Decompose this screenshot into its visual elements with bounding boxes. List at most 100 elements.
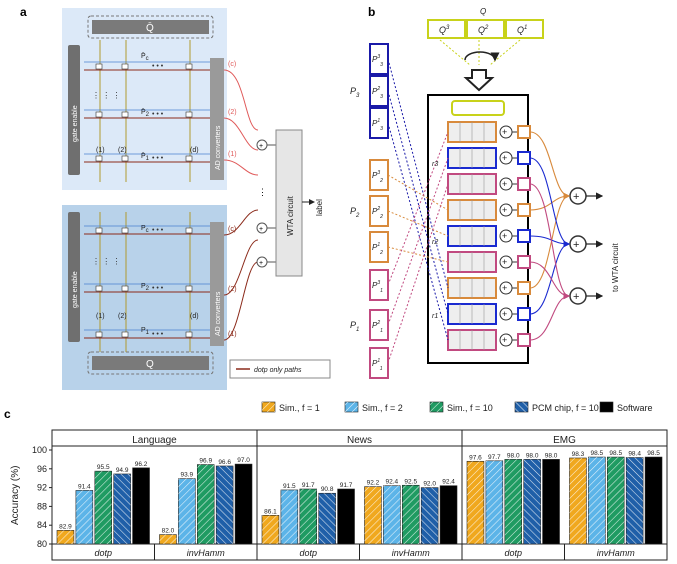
row-adder-sign: +: [502, 231, 507, 241]
y-tick-label: 80: [37, 539, 47, 549]
bar-value-label: 94.9: [116, 467, 129, 474]
bottom-row-2: P2: [141, 283, 150, 292]
prototype-link: [387, 210, 449, 237]
top-gate-enable-label: gate enable: [72, 105, 79, 142]
row-tag-2: r2: [432, 239, 438, 246]
bar-value-label: 86.1: [264, 508, 277, 515]
path-top-1: [223, 159, 259, 176]
path-bottom-2: [223, 239, 259, 296]
top-gate-enable-bar: [68, 45, 80, 175]
legend-swatch-hatch: [262, 402, 275, 412]
bottom-crossbar-array: gate enable Q • • •• • •• • •⋮ ⋮ ⋮ Pc P2…: [62, 205, 227, 390]
bar-hatch: [280, 489, 298, 544]
panel-c-letter: c: [4, 407, 11, 421]
class-label: P3: [350, 86, 360, 99]
dotp-legend-label: dotp only paths: [254, 367, 302, 374]
query-box-label: Q2: [478, 25, 489, 35]
bar-value-label: 92.2: [367, 480, 380, 487]
bottom-query-frame: [87, 351, 214, 375]
method-label: invHamm: [597, 548, 636, 558]
bar-value-label: 98.0: [526, 452, 539, 459]
bar-value-label: 97.0: [237, 457, 250, 464]
query-dot-right: [489, 39, 521, 66]
prototype-label: P32: [372, 170, 383, 184]
method-label: invHamm: [187, 548, 226, 558]
row-adder-sign: +: [502, 257, 507, 267]
bar: [337, 488, 355, 545]
top-tag-1: (1): [228, 151, 237, 158]
wta-circuit: [275, 129, 303, 277]
adder-2-sign: +: [259, 226, 263, 233]
top-crossbar-array: gate enable Q̄ • • •• • •• • •⋮ ⋮ ⋮ P̄c …: [62, 8, 227, 190]
bar-value-label: 96.6: [218, 459, 231, 466]
row-ellipsis: • • •: [152, 331, 164, 338]
row-adder-sign: +: [502, 153, 507, 163]
query-box-label: Q1: [517, 25, 527, 35]
row-adder-sign: +: [502, 179, 507, 189]
sum-path: [529, 292, 571, 341]
legend-label: Software: [617, 403, 653, 413]
bar-hatch: [299, 489, 317, 544]
down-arrow-icon: [463, 69, 495, 92]
path-bottom-c: [223, 209, 259, 236]
top-tag-2: (2): [228, 109, 237, 116]
bar: [234, 463, 253, 545]
row-adder-sign: +: [502, 335, 507, 345]
query-register: [451, 100, 505, 116]
pcm-device-icon: [95, 111, 103, 118]
top-query-frame: [87, 15, 214, 39]
pcm-device-icon: [185, 227, 193, 234]
prototype-link: [387, 58, 449, 289]
bar-value-label: 95.5: [97, 464, 110, 471]
method-label: dotp: [94, 548, 112, 558]
top-query-label: Q̄: [146, 21, 154, 34]
row-sum-box: [517, 255, 531, 269]
bar-value-label: 92.0: [423, 481, 436, 488]
bar-value-label: 92.5: [404, 478, 417, 485]
top-tag-c: (c): [228, 61, 236, 68]
bar-value-label: 98.5: [647, 450, 660, 457]
bar: [439, 485, 458, 545]
pcm-device-icon: [121, 285, 129, 292]
bar: [132, 467, 150, 545]
bar-hatch: [159, 534, 177, 544]
prototype-link: [387, 131, 449, 286]
grid-ellipsis: ⋮ ⋮ ⋮: [92, 91, 120, 100]
prototype-link: [387, 174, 449, 211]
bar-hatch: [94, 471, 112, 544]
row-sum-box: [517, 333, 531, 347]
dotp-legend: dotp only paths: [229, 359, 331, 379]
bar-value-label: 92.4: [386, 479, 399, 486]
row-tag-3: r3: [432, 161, 438, 168]
prototype-label: P21: [372, 320, 383, 334]
bar-hatch: [485, 460, 503, 544]
pcm-device-icon: [185, 63, 193, 70]
bar-hatch: [421, 487, 439, 544]
prototype-link: [387, 183, 449, 364]
bar-value-label: 96.9: [199, 458, 212, 465]
pcm-device-icon: [185, 155, 193, 162]
pcm-device-icon: [95, 227, 103, 234]
y-axis-label: Accuracy (%): [10, 466, 21, 525]
adders: + + + ⋮: [256, 139, 276, 268]
row-sum-box: [517, 203, 531, 217]
pcm-device-icon: [95, 155, 103, 162]
prototype-link: [387, 90, 449, 315]
prototype-link: [387, 157, 449, 326]
bottom-row-1: P1: [141, 327, 150, 336]
bar-value-label: 91.7: [302, 482, 315, 489]
pcm-device-icon: [121, 331, 129, 338]
query-dot-left: [439, 39, 471, 66]
task-label: EMG: [553, 435, 576, 446]
output-label: label: [315, 199, 324, 216]
bottom-tag-c: (c): [228, 226, 236, 233]
query-box: [505, 19, 544, 39]
row-sum-box: [517, 125, 531, 139]
sum-path: [529, 192, 571, 211]
pcm-device-icon: [121, 63, 129, 70]
path-bottom-1: [223, 261, 259, 341]
